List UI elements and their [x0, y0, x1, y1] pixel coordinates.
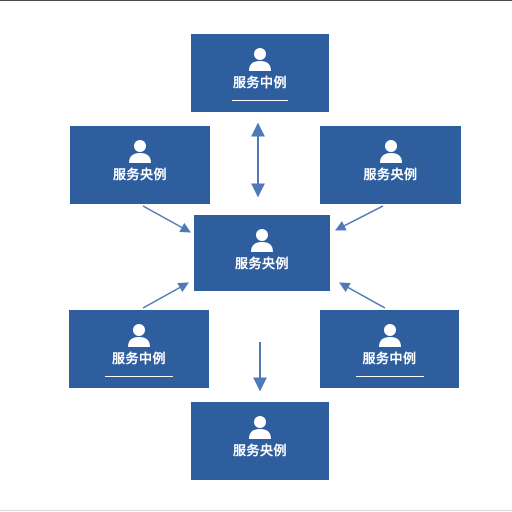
node-top[interactable]: 服务中例 — [191, 34, 329, 112]
node-lower-left[interactable]: 服务中例 — [69, 310, 209, 388]
arrow-upper-left-to-center — [142, 205, 191, 233]
node-label: 服务中例 — [362, 352, 417, 367]
node-lower-right[interactable]: 服务中例 — [320, 310, 459, 388]
node-bottom[interactable]: 服务央例 — [191, 402, 329, 480]
arrow-upper-right-to-center — [335, 205, 384, 231]
node-upper-right[interactable]: 服务央例 — [320, 126, 461, 204]
person-icon — [249, 416, 271, 439]
node-label: 服务央例 — [232, 444, 287, 459]
node-center[interactable]: 服务央例 — [194, 215, 330, 291]
node-upper-left[interactable]: 服务央例 — [70, 126, 210, 204]
node-label: 服务中例 — [111, 352, 166, 367]
person-icon — [128, 324, 150, 347]
person-icon — [379, 140, 402, 163]
person-icon — [129, 140, 151, 163]
node-label: 服务央例 — [234, 257, 289, 272]
node-underline — [105, 376, 173, 377]
person-icon — [251, 229, 273, 252]
node-label: 服务央例 — [363, 168, 418, 183]
bottom-border — [0, 510, 512, 511]
arrow-lower-right-to-center — [339, 282, 386, 309]
person-icon — [378, 324, 401, 347]
arrow-lower-left-to-center — [142, 282, 189, 309]
node-underline — [232, 100, 288, 101]
node-label: 服务央例 — [112, 168, 167, 183]
top-border — [0, 0, 512, 1]
node-underline — [355, 376, 424, 377]
node-label: 服务中例 — [232, 76, 287, 91]
person-icon — [249, 48, 271, 71]
